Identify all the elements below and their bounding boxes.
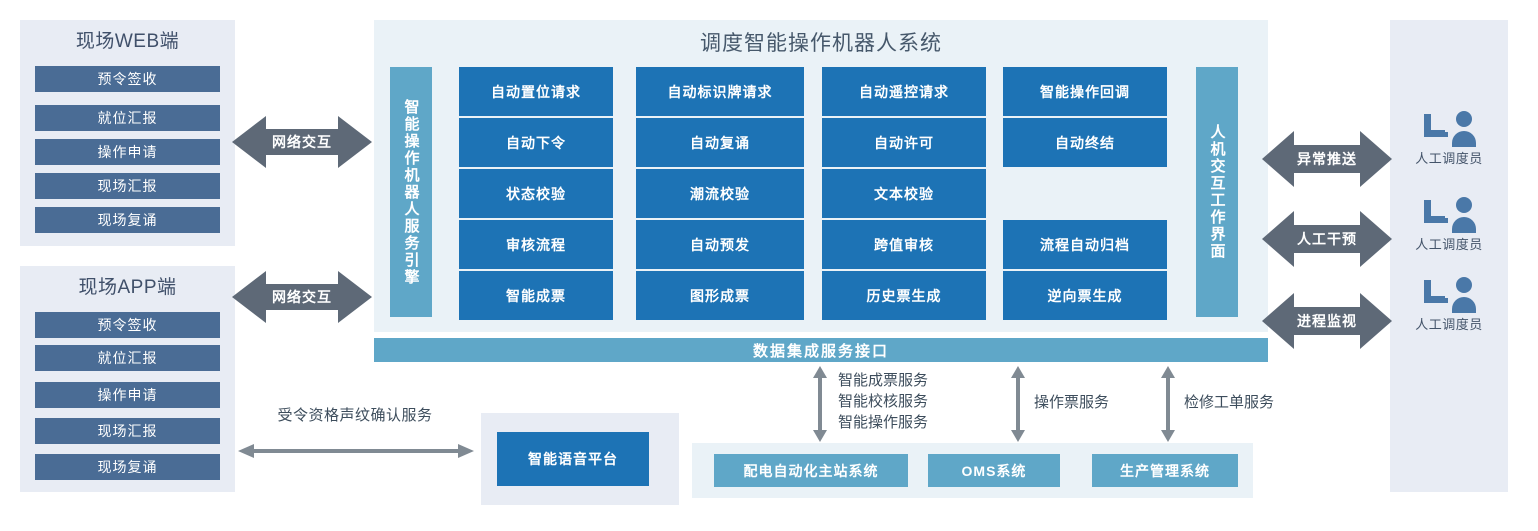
double-arrow-icon xyxy=(1262,293,1392,349)
feature-box[interactable]: 潮流校验 xyxy=(636,169,804,218)
voice-service-label: 受令资格声纹确认服务 xyxy=(277,407,433,424)
double-arrow-icon xyxy=(238,444,474,458)
operator-at-desk-icon xyxy=(1416,110,1480,148)
feature-box[interactable]: 流程自动归档 xyxy=(1003,220,1167,269)
feature-box[interactable]: 文本校验 xyxy=(822,169,986,218)
feature-box[interactable]: 智能操作回调 xyxy=(1003,67,1167,116)
service-link-arrow-1 xyxy=(1010,366,1026,442)
feature-box[interactable]: 自动终结 xyxy=(1003,118,1167,167)
double-arrow-vertical-icon xyxy=(1161,366,1175,442)
web-client-item-0[interactable]: 预令签收 xyxy=(35,66,220,92)
external-system-box[interactable]: OMS系统 xyxy=(928,454,1060,487)
double-arrow-icon xyxy=(232,271,372,323)
service-link-label-2: 检修工单服务 xyxy=(1184,394,1275,411)
operator-role-label: 人工调度员 xyxy=(1415,237,1483,252)
service-link-label-0: 智能成票服务 智能校核服务 智能操作服务 xyxy=(838,372,929,431)
feature-box[interactable]: 自动许可 xyxy=(822,118,986,167)
operator-at-desk-icon xyxy=(1416,196,1480,234)
external-system-box[interactable]: 配电自动化主站系统 xyxy=(714,454,908,487)
page-title: 调度智能操作机器人系统 xyxy=(700,32,942,55)
web-client-item-3[interactable]: 现场汇报 xyxy=(35,173,220,199)
feature-box[interactable]: 状态校验 xyxy=(459,169,613,218)
double-arrow-vertical-icon xyxy=(1011,366,1025,442)
feature-box[interactable]: 自动预发 xyxy=(636,220,804,269)
operator-at-desk-icon xyxy=(1416,276,1480,314)
feature-box[interactable]: 自动遥控请求 xyxy=(822,67,986,116)
network-link-web-arrow: 网络交互 xyxy=(232,112,372,172)
service-link-arrow-0 xyxy=(812,366,828,442)
web-client-item-2[interactable]: 操作申请 xyxy=(35,139,220,165)
double-arrow-icon xyxy=(1262,211,1392,267)
network-link-app-arrow: 网络交互 xyxy=(232,267,372,327)
feature-box[interactable]: 历史票生成 xyxy=(822,271,986,320)
feature-box[interactable]: 审核流程 xyxy=(459,220,613,269)
app-client-item-2[interactable]: 操作申请 xyxy=(35,382,220,408)
app-client-item-1[interactable]: 就位汇报 xyxy=(35,345,220,371)
app-client-item-0[interactable]: 预令签收 xyxy=(35,312,220,338)
feature-box[interactable]: 自动下令 xyxy=(459,118,613,167)
web-client-item-4[interactable]: 现场复诵 xyxy=(35,207,220,233)
feature-box[interactable]: 自动置位请求 xyxy=(459,67,613,116)
double-arrow-vertical-icon xyxy=(813,366,827,442)
double-arrow-icon xyxy=(232,116,372,168)
feature-box[interactable]: 智能成票 xyxy=(459,271,613,320)
app-client-item-4[interactable]: 现场复诵 xyxy=(35,454,220,480)
app-client-item-3[interactable]: 现场汇报 xyxy=(35,418,220,444)
operators-panel xyxy=(1390,20,1508,492)
double-arrow-icon xyxy=(1262,131,1392,187)
operator-role-label: 人工调度员 xyxy=(1415,317,1483,332)
app-client-title: 现场APP端 xyxy=(78,277,177,298)
service-link-label-1: 操作票服务 xyxy=(1034,394,1110,411)
operator-role-label: 人工调度员 xyxy=(1415,151,1483,166)
feature-box[interactable]: 跨值审核 xyxy=(822,220,986,269)
hmi-interface-bar: 人机交互工作界面 xyxy=(1196,67,1238,317)
service-link-arrow-2 xyxy=(1160,366,1176,442)
feature-box[interactable]: 逆向票生成 xyxy=(1003,271,1167,320)
data-integration-bar: 数据集成服务接口 xyxy=(374,338,1268,362)
voice-platform-box[interactable]: 智能语音平台 xyxy=(497,432,649,486)
engine-service-bar: 智能操作机器人服务引擎 xyxy=(390,67,432,317)
voice-service-arrow xyxy=(238,443,474,459)
web-client-title: 现场WEB端 xyxy=(75,31,180,52)
feature-box[interactable]: 自动复诵 xyxy=(636,118,804,167)
operator-link-arrow-0: 异常推送 xyxy=(1262,128,1392,190)
feature-box[interactable]: 图形成票 xyxy=(636,271,804,320)
operator-link-arrow-2: 进程监视 xyxy=(1262,290,1392,352)
external-system-box[interactable]: 生产管理系统 xyxy=(1092,454,1238,487)
feature-box[interactable]: 自动标识牌请求 xyxy=(636,67,804,116)
web-client-item-1[interactable]: 就位汇报 xyxy=(35,105,220,131)
operator-link-arrow-1: 人工干预 xyxy=(1262,208,1392,270)
